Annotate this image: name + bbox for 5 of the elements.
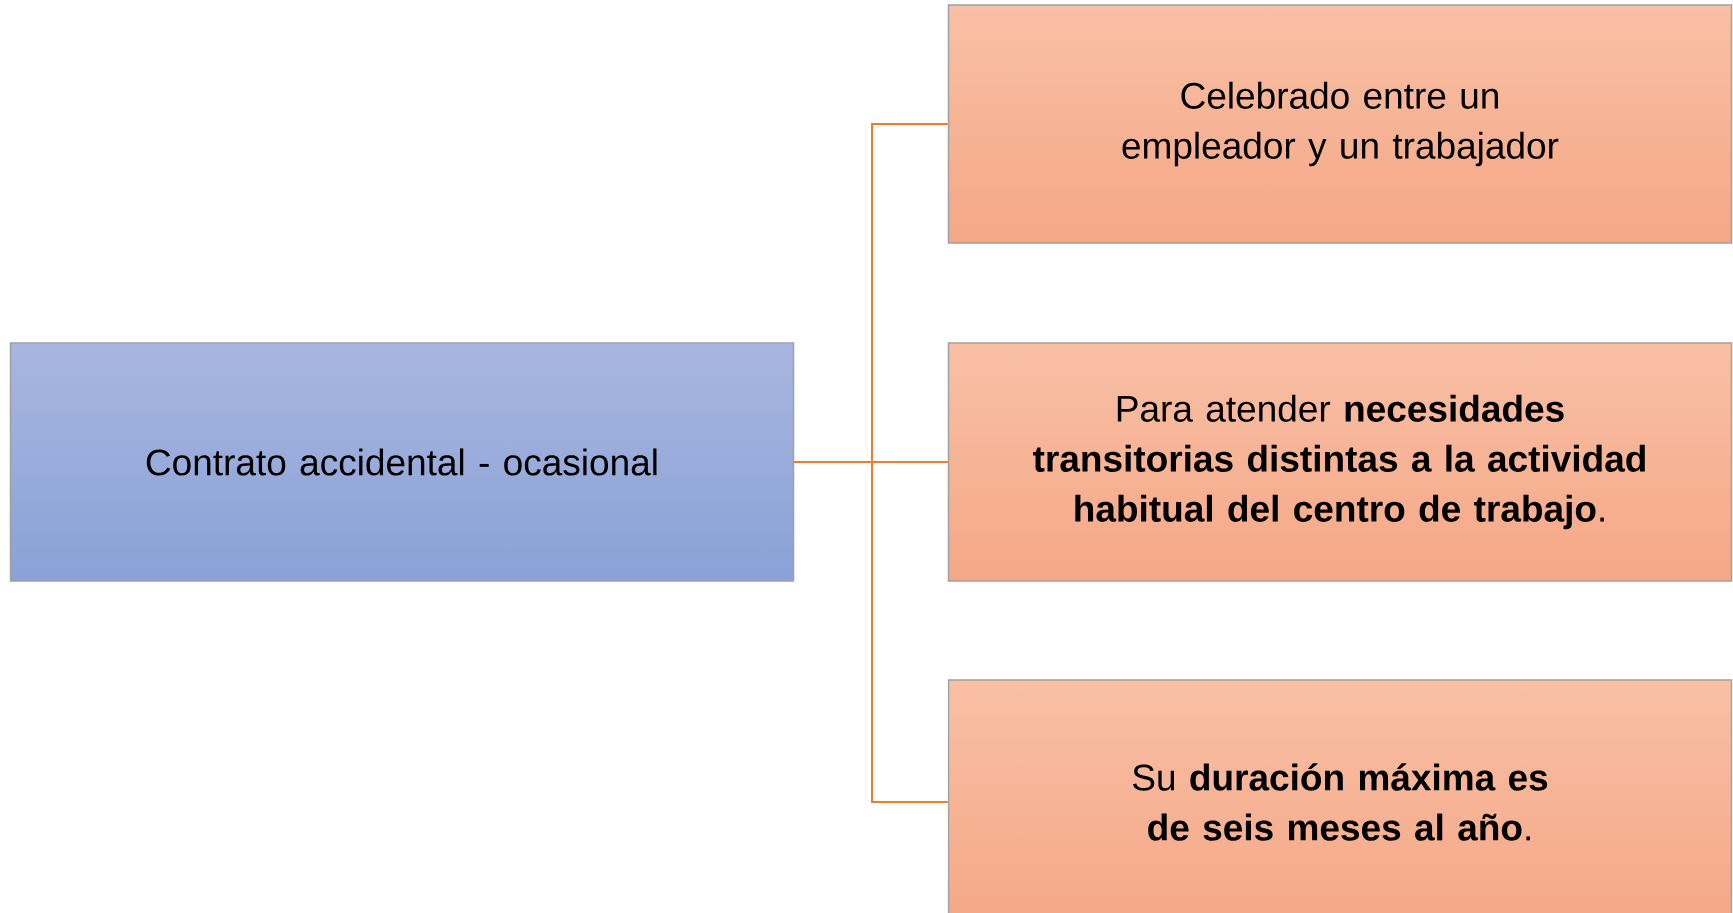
topic-box: Contrato accidental - ocasional (9, 342, 795, 582)
detail-box: Su duración máxima es de seis meses al año. (947, 679, 1733, 913)
connector-line (793, 461, 949, 803)
detail-box: Para atender necesidades transitorias distintas a la actividad habitual del centro de trabajo. (947, 342, 1733, 582)
detail-box: Celebrado entre un empleador y un trabajador (947, 4, 1733, 244)
